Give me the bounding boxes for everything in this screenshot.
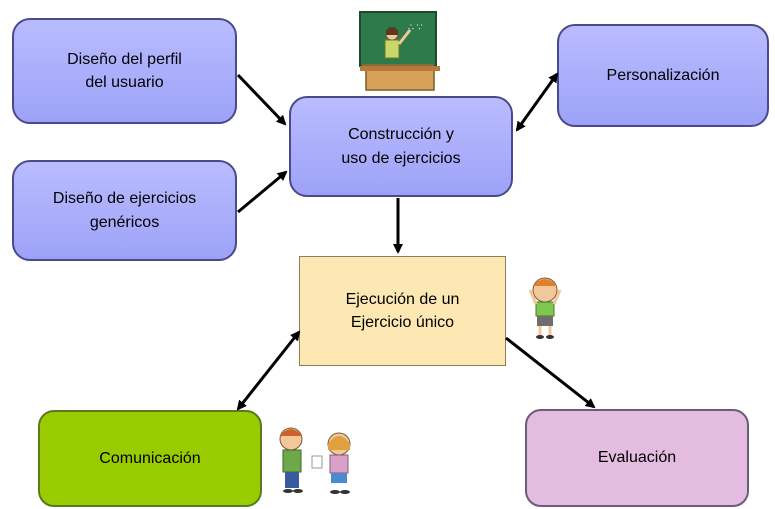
node-diseno-perfil-usuario: Diseño del perfil del usuario	[12, 18, 237, 124]
node-label: Diseño del perfil del usuario	[67, 50, 182, 91]
node-evaluacion: Evaluación	[525, 409, 749, 507]
arrow-ejecucion-comunicacion	[236, 330, 301, 411]
node-label: Comunicación	[99, 449, 201, 467]
node-ejecucion-ejercicio-unico: Ejecución de un Ejercicio único	[299, 256, 506, 366]
arrow-construccion-personalizacion	[515, 72, 559, 132]
two-children-illustration	[279, 427, 351, 494]
arrow-genericos-to-construccion	[237, 170, 288, 214]
svg-text:∴ ∵: ∴ ∵	[408, 23, 422, 33]
node-construccion-uso-ejercicios: Construcción y uso de ejercicios	[289, 96, 513, 197]
child-thinking-illustration	[528, 277, 562, 339]
node-comunicacion: Comunicación	[38, 410, 262, 507]
node-diseno-ejercicios-genericos: Diseño de ejercicios genéricos	[12, 160, 237, 261]
node-label: Diseño de ejercicios genéricos	[52, 190, 197, 231]
teacher-blackboard-illustration: ∴ ∵	[359, 11, 440, 91]
arrow-perfil-to-construccion	[236, 73, 287, 126]
node-label: Evaluación	[597, 449, 677, 467]
node-personalizacion: Personalización	[557, 24, 769, 127]
node-label: Ejecución de un Ejercicio único	[345, 290, 460, 331]
arrow-ejecucion-to-evaluacion	[505, 336, 596, 409]
node-label: Construcción y uso de ejercicios	[341, 126, 461, 167]
node-label: Personalización	[606, 66, 720, 84]
